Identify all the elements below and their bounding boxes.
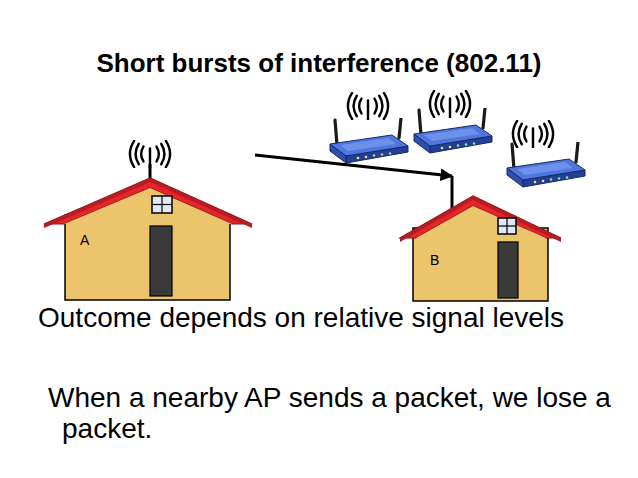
signal-arrow <box>255 155 452 176</box>
house: B <box>398 176 563 304</box>
house-label: B <box>430 252 439 268</box>
wifi-symbol <box>430 91 470 118</box>
wifi-router <box>330 118 408 163</box>
body-text: When a nearby AP sends a packet, we lose… <box>48 382 624 444</box>
wifi-router <box>414 108 492 153</box>
wifi-router <box>507 142 585 187</box>
wifi-symbol <box>348 93 388 120</box>
wifi-symbol <box>513 121 553 148</box>
slide-title: Short bursts of interference (802.11) <box>0 46 638 80</box>
body-text: Outcome depends on relative signal level… <box>38 302 628 333</box>
house-outline <box>398 176 563 304</box>
house-outline <box>40 140 255 305</box>
house-label: A <box>80 232 89 248</box>
house: A <box>40 140 255 305</box>
